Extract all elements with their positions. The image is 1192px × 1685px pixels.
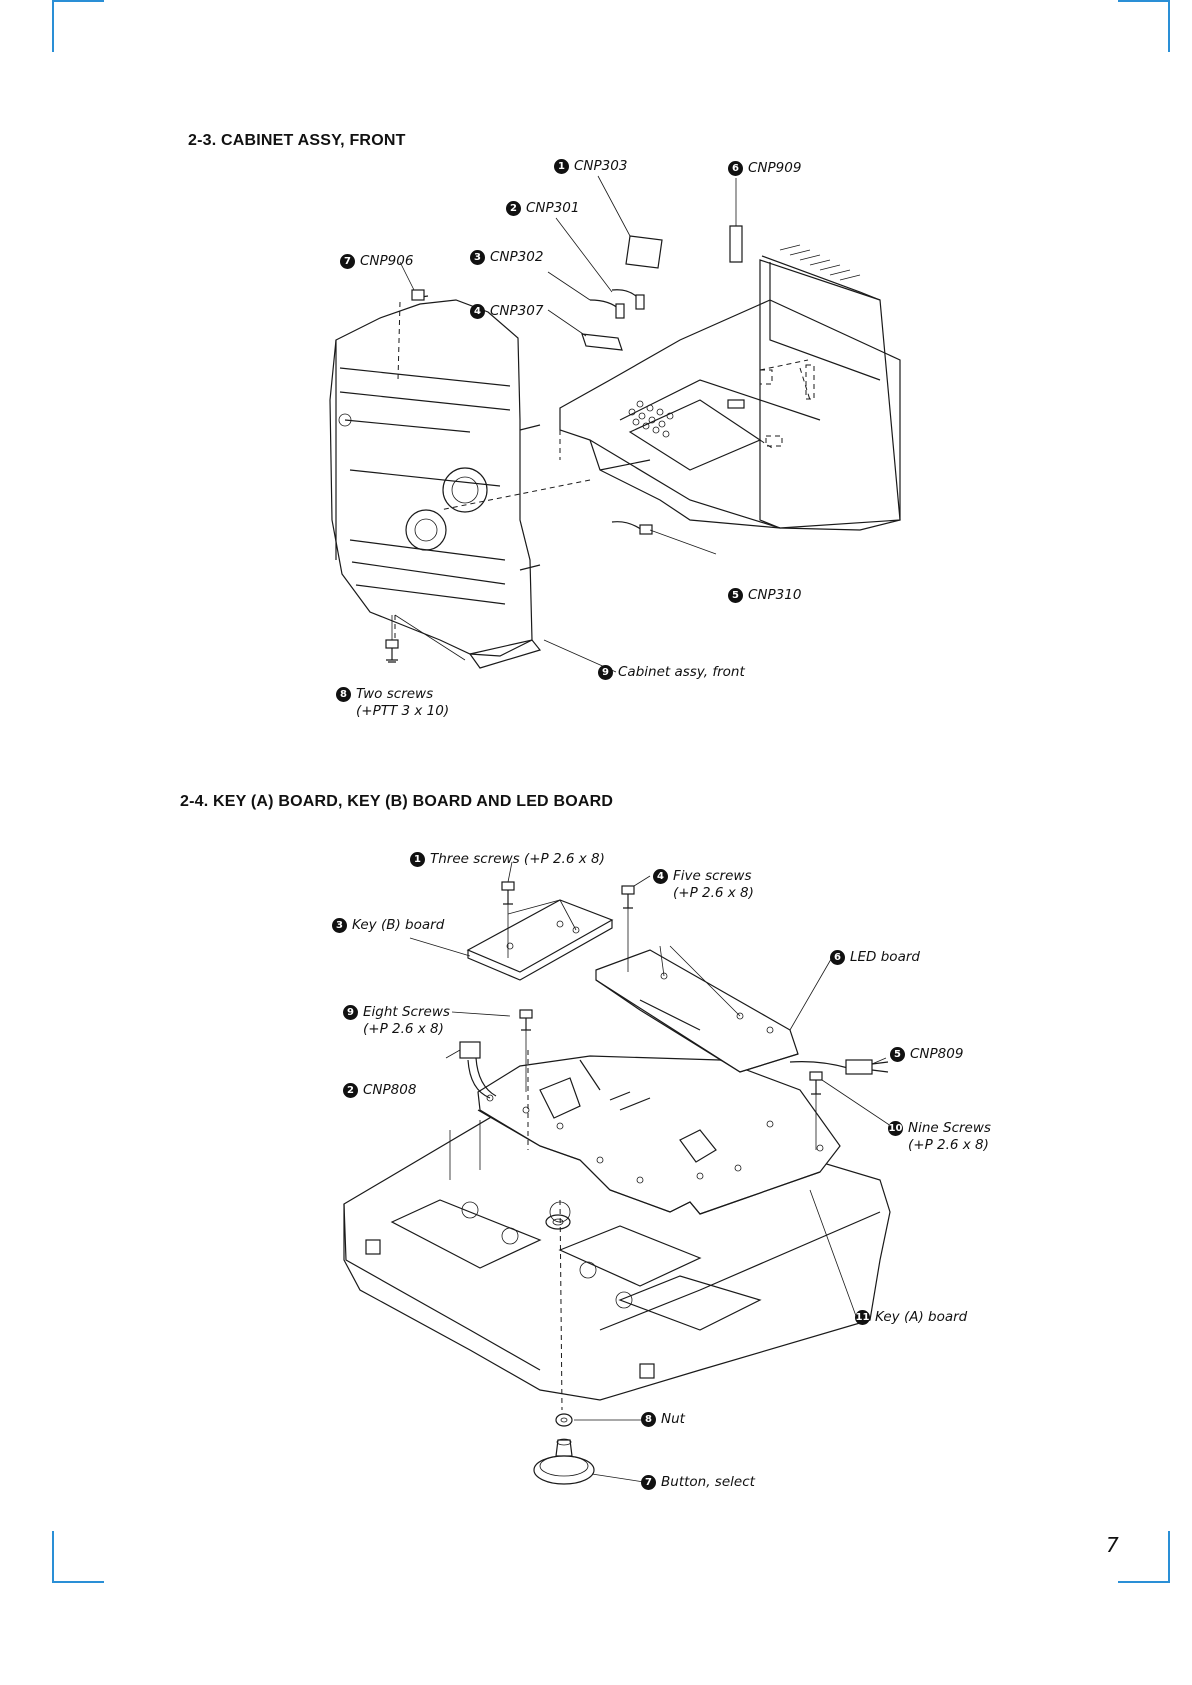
key-boards-drawing — [343, 861, 895, 1485]
crop-mark-bottom-left-h — [52, 1581, 104, 1583]
callout-label: Button, select — [661, 1474, 755, 1490]
callout-number-badge: 1 — [554, 159, 569, 174]
callout-number-badge: 10 — [888, 1121, 903, 1136]
callout-cnp809: 5 CNP809 — [890, 1046, 963, 1063]
callout-led-board: 6 LED board — [830, 949, 920, 966]
callout-cnp302: 3 CNP302 — [470, 249, 543, 266]
callout-number-badge: 9 — [343, 1005, 358, 1020]
page-number: 7 — [1106, 1533, 1119, 1557]
callout-button-select: 7 Button, select — [641, 1474, 755, 1491]
callout-number-badge: 4 — [653, 869, 668, 884]
callout-cnp906: 7 CNP906 — [340, 253, 413, 270]
crop-mark-top-left-h — [52, 0, 104, 2]
callout-five-screws: 4 Five screws(+P 2.6 x 8) — [653, 868, 754, 902]
callout-label: CNP303 — [574, 158, 628, 174]
callout-nine-screws: 10 Nine Screws(+P 2.6 x 8) — [888, 1120, 991, 1154]
callout-label: Key (B) board — [352, 917, 445, 933]
callout-number-badge: 8 — [336, 687, 351, 702]
section-title-key-boards: 2-4. KEY (A) BOARD, KEY (B) BOARD AND LE… — [180, 793, 614, 810]
callout-number-badge: 1 — [410, 852, 425, 867]
callout-label: Five screws — [673, 868, 752, 884]
callout-number-badge: 11 — [855, 1310, 870, 1325]
callout-label: Two screws — [356, 686, 434, 702]
callout-label: CNP909 — [748, 160, 802, 176]
callout-sub-label: (+P 2.6 x 8) — [673, 885, 754, 901]
callout-label: Eight Screws — [363, 1004, 450, 1020]
callout-sub-label: (+P 2.6 x 8) — [363, 1021, 444, 1037]
callout-number-badge: 4 — [470, 304, 485, 319]
callout-two-screws: 8 Two screws(+PTT 3 x 10) — [336, 686, 449, 720]
callout-number-badge: 5 — [728, 588, 743, 603]
callout-number-badge: 5 — [890, 1047, 905, 1062]
callout-label: CNP301 — [526, 200, 580, 216]
callout-label: Three screws (+P 2.6 x 8) — [430, 851, 605, 867]
crop-mark-top-right-v — [1168, 0, 1170, 52]
callout-cnp303: 1 CNP303 — [554, 158, 627, 175]
callout-label: CNP808 — [363, 1082, 417, 1098]
callout-number-badge: 6 — [728, 161, 743, 176]
callout-three-screws: 1 Three screws (+P 2.6 x 8) — [410, 851, 605, 868]
callout-number-badge: 2 — [506, 201, 521, 216]
callout-number-badge: 6 — [830, 950, 845, 965]
callout-sub-label: (+PTT 3 x 10) — [356, 703, 450, 719]
section-title-cabinet-assy-front: 2-3. CABINET ASSY, FRONT — [188, 132, 406, 149]
callout-label: CNP809 — [910, 1046, 964, 1062]
callout-cabinet-assy-front: 9 Cabinet assy, front — [598, 664, 745, 681]
callout-cnp307: 4 CNP307 — [470, 303, 543, 320]
callout-number-badge: 3 — [470, 250, 485, 265]
crop-mark-bottom-left-v — [52, 1531, 54, 1583]
callout-label: Cabinet assy, front — [618, 664, 745, 680]
crop-mark-top-left-v — [52, 0, 54, 52]
callout-cnp909: 6 CNP909 — [728, 160, 801, 177]
callout-number-badge: 8 — [641, 1412, 656, 1427]
callout-label: CNP310 — [748, 587, 802, 603]
callout-cnp301: 2 CNP301 — [506, 200, 579, 217]
callout-key-b-board: 3 Key (B) board — [332, 917, 444, 934]
crop-mark-top-right-h — [1118, 0, 1170, 2]
callout-cnp808: 2 CNP808 — [343, 1082, 416, 1099]
callout-label: Nine Screws — [908, 1120, 991, 1136]
callout-label: CNP307 — [490, 303, 544, 319]
callout-sub-label: (+P 2.6 x 8) — [908, 1137, 989, 1153]
callout-key-a-board: 11 Key (A) board — [855, 1309, 967, 1326]
callout-nut: 8 Nut — [641, 1411, 685, 1428]
callout-number-badge: 7 — [641, 1475, 656, 1490]
callout-eight-screws: 9 Eight Screws(+P 2.6 x 8) — [343, 1004, 450, 1038]
callout-number-badge: 2 — [343, 1083, 358, 1098]
callout-number-badge: 9 — [598, 665, 613, 680]
callout-label: CNP906 — [360, 253, 414, 269]
callout-cnp310: 5 CNP310 — [728, 587, 801, 604]
crop-mark-bottom-right-h — [1118, 1581, 1170, 1583]
callout-label: Nut — [661, 1411, 685, 1427]
callout-number-badge: 7 — [340, 254, 355, 269]
cabinet-front-drawing — [329, 175, 901, 673]
callout-label: LED board — [850, 949, 920, 965]
crop-mark-bottom-right-v — [1168, 1531, 1170, 1583]
callout-label: CNP302 — [490, 249, 544, 265]
callout-label: Key (A) board — [875, 1309, 968, 1325]
callout-number-badge: 3 — [332, 918, 347, 933]
